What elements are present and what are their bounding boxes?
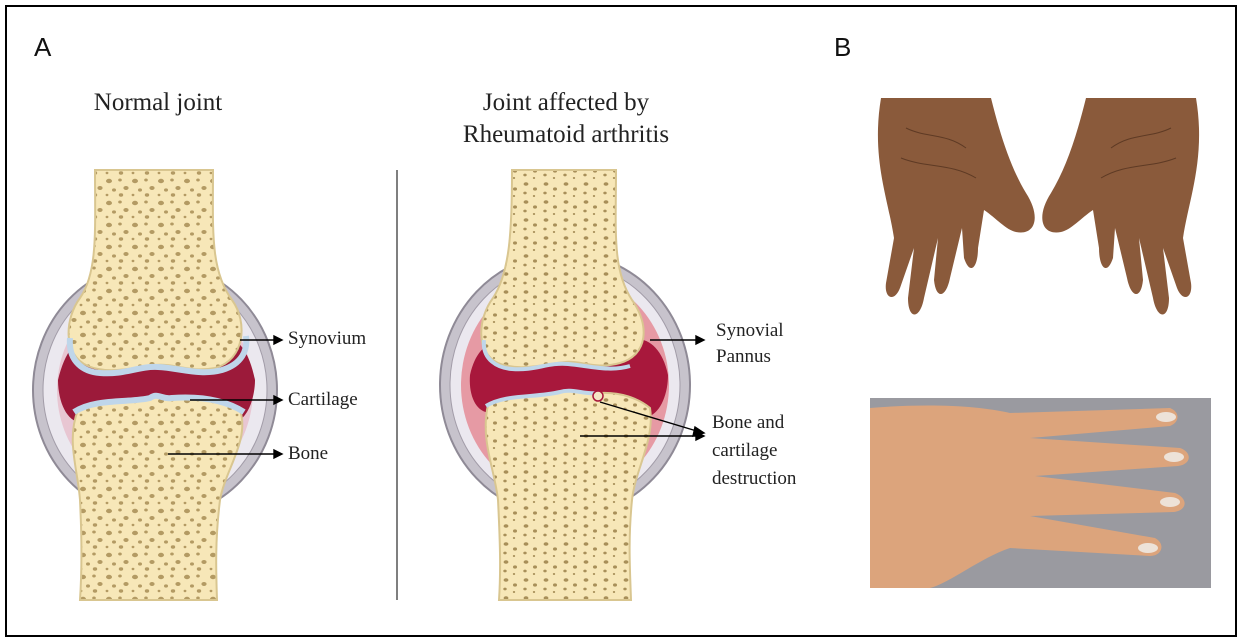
right-hand xyxy=(1042,98,1199,315)
swollen-hand-illustration xyxy=(870,398,1211,588)
deformed-hands-illustration xyxy=(866,98,1211,330)
hand-photo-bottom xyxy=(870,398,1211,588)
ra-upper-bone xyxy=(481,170,643,367)
destruction-label-line1: Bone and xyxy=(712,410,784,436)
cartilage-label: Cartilage xyxy=(288,387,358,413)
fingernail xyxy=(1138,543,1158,553)
destruction-label-line3: destruction xyxy=(712,466,796,492)
synovium-label: Synovium xyxy=(288,326,366,352)
hands-photo-top xyxy=(866,98,1211,330)
lower-bone xyxy=(73,396,243,600)
left-hand xyxy=(878,98,1035,315)
fingernail xyxy=(1164,452,1184,462)
normal-joint-diagram xyxy=(33,170,277,600)
ra-joint-diagram xyxy=(440,170,690,600)
erosion-spot xyxy=(593,391,603,401)
upper-bone xyxy=(69,170,242,370)
ra-lower-bone xyxy=(486,391,651,600)
synovial-label: Synovial xyxy=(716,318,784,344)
bone-label: Bone xyxy=(288,441,328,467)
fingernail xyxy=(1156,412,1176,422)
destruction-label-line2: cartilage xyxy=(712,438,777,464)
pannus-label: Pannus xyxy=(716,344,771,370)
fingernail xyxy=(1160,497,1180,507)
